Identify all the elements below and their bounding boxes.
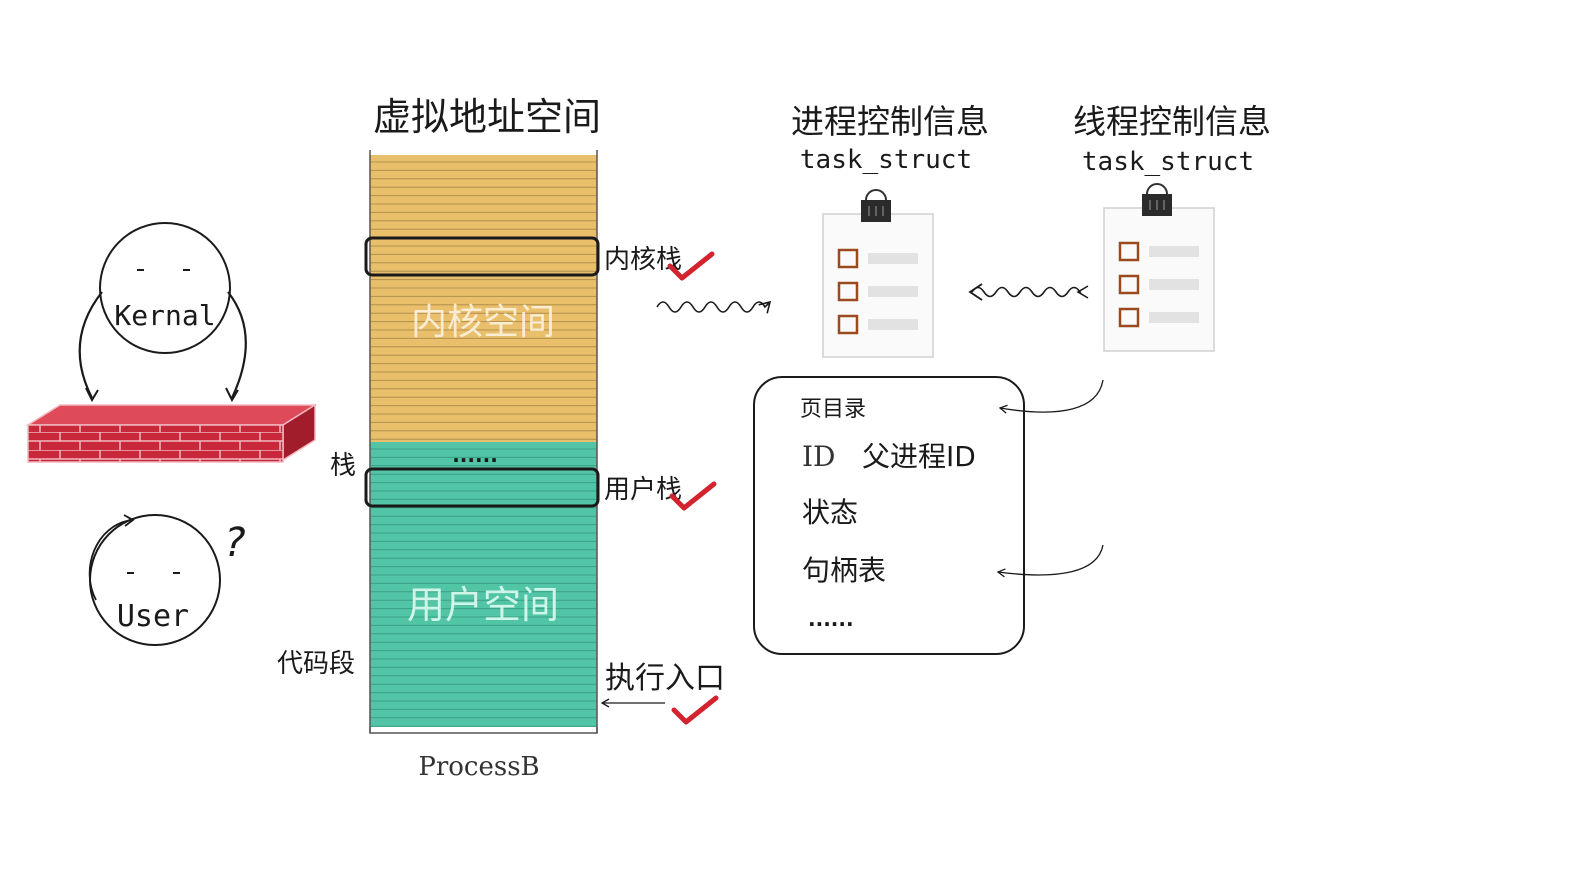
clipboard-icon-process <box>822 189 934 358</box>
user-label: User <box>117 599 189 634</box>
double-squiggle-arrow <box>971 285 1089 299</box>
clipboard-icon-thread <box>1103 183 1215 352</box>
user-space-region <box>370 442 597 727</box>
check-icon-kernel-stack <box>667 251 715 281</box>
squiggle-arrow <box>656 300 772 314</box>
ellipsis-dots: ...... <box>452 443 498 467</box>
kernel-label: Kernal <box>114 299 215 332</box>
firewall-brick-wall <box>25 403 318 463</box>
kernel-figure: Kernal <box>78 222 247 403</box>
check-icon-entry <box>671 695 719 725</box>
thread-info-struct: task_struct <box>1082 147 1254 177</box>
page-directory-label: 页目录 <box>800 397 866 422</box>
kernel-stack-label: 内核栈 <box>604 245 682 275</box>
id-label: ID <box>802 440 836 473</box>
handle-table-label: 句柄表 <box>802 554 886 587</box>
code-segment-label: 代码段 <box>277 649 355 679</box>
vas-title: 虚拟地址空间 <box>373 95 601 139</box>
user-stack-box <box>364 467 600 508</box>
process-info-box <box>753 376 1025 655</box>
stack-label: 栈 <box>330 451 356 481</box>
curve-arrow-handle-table <box>996 544 1104 578</box>
user-figure: User ? <box>88 514 246 646</box>
process-info-struct: task_struct <box>800 145 972 175</box>
process-name: ProcessB <box>418 752 539 782</box>
kernel-space-label: 内核空间 <box>411 302 555 343</box>
address-space-column <box>369 150 598 734</box>
entry-label: 执行入口 <box>605 661 725 696</box>
process-info-title: 进程控制信息 <box>791 102 989 141</box>
kernel-stack-box <box>364 236 600 277</box>
state-label: 状态 <box>802 496 858 529</box>
curve-arrow-page-dir <box>998 379 1104 414</box>
more-dots: ...... <box>808 607 854 631</box>
check-icon-user-stack <box>669 481 717 511</box>
thread-info-title: 线程控制信息 <box>1073 102 1271 141</box>
user-space-label: 用户空间 <box>407 583 559 627</box>
kernel-space-region <box>370 155 597 442</box>
question-mark: ? <box>224 520 245 566</box>
user-stack-label: 用户栈 <box>604 475 682 505</box>
parent-id-label: 父进程ID <box>862 440 976 473</box>
